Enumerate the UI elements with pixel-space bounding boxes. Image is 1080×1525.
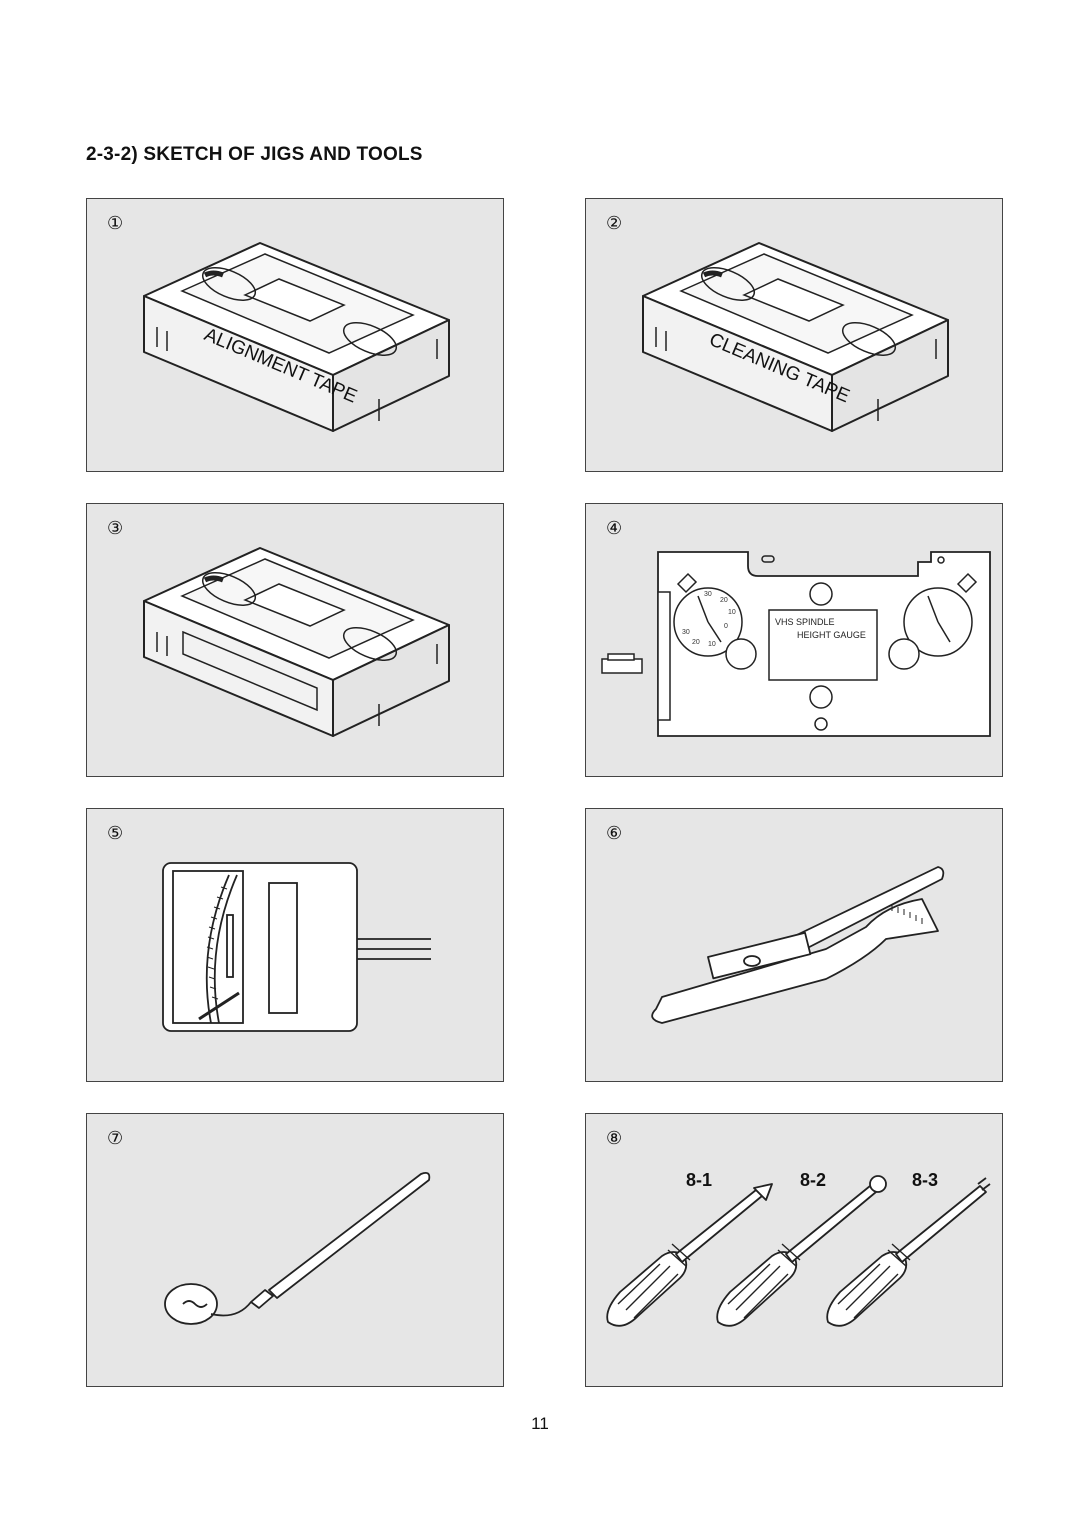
- panel-mirror-probe: ⑦: [86, 1113, 504, 1387]
- panel-angle-caliper: ⑥: [585, 808, 1003, 1082]
- item-number: ⑤: [107, 823, 124, 844]
- analog-meter-icon: [162, 862, 431, 1032]
- page-number: 11: [531, 1414, 549, 1433]
- panel-meter: ⑤: [86, 808, 504, 1082]
- dial-mark: 20: [692, 639, 700, 646]
- cleaning-tape-cassette-icon: CLEANING TAPE: [642, 242, 949, 432]
- panel-alignment-tape: ① ALIGNMENT TAPE: [86, 198, 504, 472]
- item-number: ①: [107, 213, 124, 234]
- dial-mark: 10: [708, 641, 716, 648]
- dial-mark: 0: [724, 623, 728, 630]
- gauge-label-line-2: HEIGHT GAUGE: [797, 630, 866, 640]
- page-title: 2-3-2) SKETCH OF JIGS AND TOOLS: [86, 144, 423, 165]
- dial-mark: 30: [704, 591, 712, 598]
- dial-mark: 30: [682, 629, 690, 636]
- tool-label-8-2: 8-2: [800, 1170, 826, 1190]
- tool-label-8-3: 8-3: [912, 1170, 938, 1190]
- height-gauge-drawing: 30 20 10 0 10 20 30 VHS SPINDLE HEIGHT G…: [601, 551, 991, 737]
- panel-cleaning-tape: ② CLEANING TAPE: [585, 198, 1003, 472]
- item-number: ②: [606, 213, 623, 234]
- item-number: ⑥: [606, 823, 623, 844]
- panel-blank-tape: ③: [86, 503, 504, 777]
- dial-mark: 20: [720, 597, 728, 604]
- screwdriver-set-drawing: 8-1 8-2 8-3: [606, 1170, 991, 1327]
- item-number: ③: [107, 518, 124, 539]
- item-number: ④: [606, 518, 623, 539]
- caliper-tool-icon: [651, 866, 945, 1024]
- dial-mark: 10: [728, 609, 736, 616]
- item-number: ⑦: [107, 1128, 124, 1149]
- gauge-label-line-1: VHS SPINDLE: [775, 617, 835, 627]
- mirror-probe-icon: [164, 1171, 431, 1325]
- tool-label-8-1: 8-1: [686, 1170, 712, 1190]
- panel-screwdrivers: ⑧ 8-1 8-2 8-3: [585, 1113, 1003, 1387]
- panel-spindle-height-gauge: ④ 30 20 10: [585, 503, 1003, 777]
- alignment-tape-cassette-icon: ALIGNMENT TAPE: [143, 242, 450, 432]
- item-number: ⑧: [606, 1128, 623, 1149]
- blank-cassette-icon: [143, 547, 450, 737]
